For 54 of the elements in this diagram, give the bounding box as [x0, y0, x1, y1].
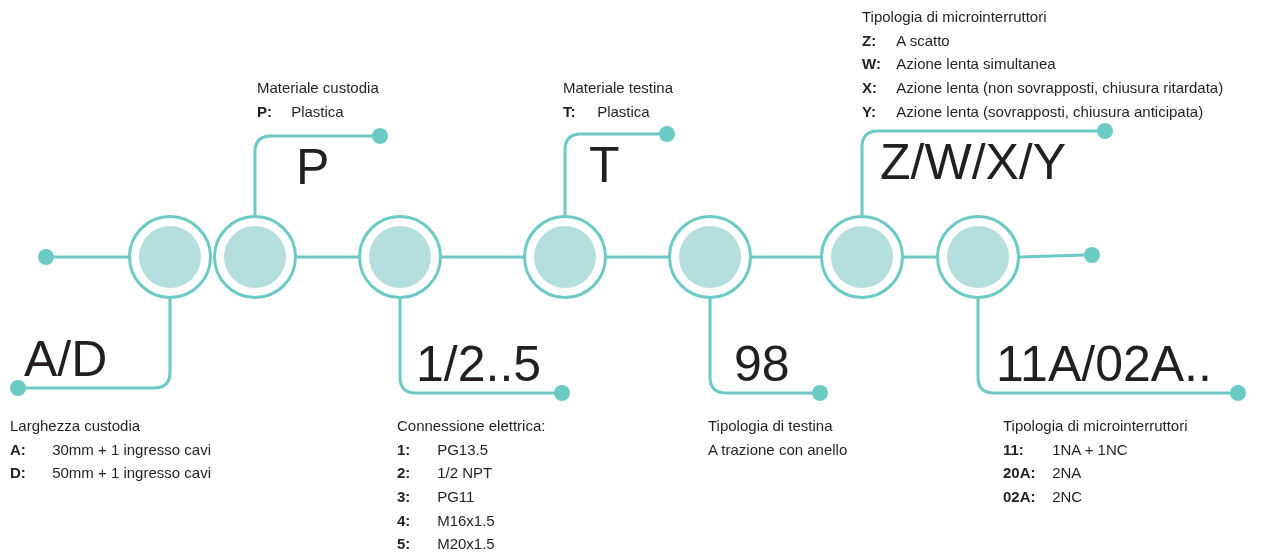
ring-marker [128, 215, 212, 299]
code-text: T [589, 140, 620, 190]
code-text: 1/2..5 [416, 339, 542, 389]
connector-line [297, 255, 358, 259]
ring-marker [358, 215, 442, 299]
end-dot [38, 249, 54, 265]
description-heading: Connessione elettrica: [397, 416, 546, 436]
code-text: A/D [24, 334, 108, 384]
leader-line [10, 299, 172, 396]
leader-line [398, 299, 570, 401]
option-text: W: Azione lenta simultanea [862, 54, 1057, 75]
description-heading: Tipologia di testina [708, 416, 834, 436]
option-text: Z: A scatto [862, 30, 951, 51]
option-text: 3: PG11 [397, 487, 476, 508]
connector-line [54, 255, 128, 259]
connector-line [442, 255, 523, 259]
description-heading: Materiale custodia [257, 78, 379, 98]
option-text: Y: Azione lenta (sovrapposti, chiusura anticipata) [862, 101, 1205, 122]
description-heading: Tipologia di microinterruttori [862, 7, 1048, 27]
option-text: 02A: 2NC [1003, 487, 1084, 508]
option-text: 5: M20x1.5 [397, 534, 496, 555]
ring-marker [936, 215, 1020, 299]
option-text: 4: M16x1.5 [397, 510, 496, 531]
option-text: A: 30mm + 1 ingresso cavi [10, 439, 211, 460]
description-heading: Larghezza custodia [10, 416, 142, 436]
option-text: D: 50mm + 1 ingresso cavi [10, 463, 211, 484]
option-text: T: Plastica [563, 101, 651, 122]
connector-line [904, 255, 936, 259]
option-text: 20A: 2NA [1003, 463, 1083, 484]
connector-line [607, 255, 668, 259]
code-text: P [296, 142, 330, 192]
ring-marker [213, 215, 297, 299]
code-text: 98 [734, 339, 790, 389]
leader-line [860, 123, 1113, 215]
connector-line [1019, 253, 1085, 259]
option-text: 2: 1/2 NPT [397, 463, 494, 484]
leader-line [563, 126, 675, 215]
description-heading: Materiale testina [563, 78, 674, 98]
option-text: 1: PG13.5 [397, 439, 490, 460]
code-text: 11A/02A.. [996, 339, 1212, 389]
leader-line [253, 128, 388, 215]
option-text: A trazione con anello [708, 439, 848, 460]
connector-line [752, 255, 820, 259]
end-dot [1084, 247, 1100, 263]
ring-marker [820, 215, 904, 299]
option-text: P: Plastica [257, 101, 345, 122]
option-text: X: Azione lenta (non sovrapposti, chiusura ritardata) [862, 78, 1224, 99]
leader-line [708, 299, 828, 401]
description-heading: Tipologia di microinterruttori [1003, 416, 1188, 436]
code-text: Z/W/X/Y [880, 137, 1067, 187]
option-text: 11: 1NA + 1NC [1003, 439, 1129, 460]
ring-marker [668, 215, 752, 299]
leader-line [976, 299, 1246, 401]
ring-marker [523, 215, 607, 299]
